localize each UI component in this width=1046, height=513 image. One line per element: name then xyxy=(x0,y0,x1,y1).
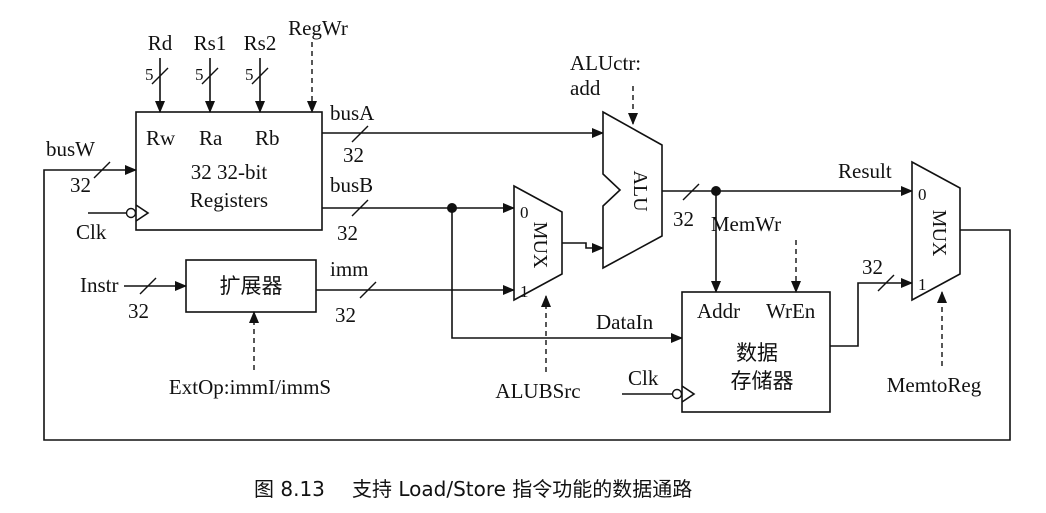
bus-slash-busa xyxy=(351,125,369,143)
register-file-title-line2: Registers xyxy=(190,188,268,212)
imm-label: imm xyxy=(330,257,369,281)
wire-busw-loop xyxy=(43,165,1011,441)
bus-slash-busw xyxy=(93,161,111,179)
mem-clk-bubble xyxy=(671,388,683,400)
result-mux: 0 1 MUX MemtoReg xyxy=(887,160,982,397)
register-port-rb: Rb xyxy=(255,126,280,150)
mem-clk-edge xyxy=(681,385,696,403)
register-file-title-line1: 32 32-bit xyxy=(191,160,268,184)
datain-label: DataIn xyxy=(596,310,654,334)
alu-mux-in1: 1 xyxy=(520,282,529,301)
result-mux-in0: 0 xyxy=(918,185,927,204)
alu-label: ALU xyxy=(629,170,651,212)
memtoreg-label: MemtoReg xyxy=(887,373,982,397)
register-file: Rw Ra Rb 32 32-bit Registers Rd Rs1 Rs2 … xyxy=(76,16,348,244)
reg-clk-edge xyxy=(135,204,150,222)
mem-out-width: 32 xyxy=(862,255,883,279)
alu-source-mux: 0 1 MUX ALUBSrc xyxy=(495,184,604,403)
memwr-label: MemWr xyxy=(711,212,781,236)
bus-slash-mem-out xyxy=(877,274,895,292)
alu-mux-label: MUX xyxy=(529,222,551,269)
busa-width: 32 xyxy=(343,143,364,167)
wire-datain xyxy=(451,208,683,343)
bus-slash-alu-out xyxy=(682,183,700,201)
data-memory: Addr WrEn 数据 存储器 MemWr Clk 32 xyxy=(622,212,913,413)
extender-label: 扩展器 xyxy=(220,274,283,298)
wire-mem-out xyxy=(830,278,913,347)
register-port-ra: Ra xyxy=(199,126,223,150)
reg-clk-bubble xyxy=(125,207,137,219)
data-memory-box xyxy=(681,291,831,413)
input-rs2-label: Rs2 xyxy=(244,31,277,55)
input-rd-label: Rd xyxy=(148,31,173,55)
result-mux-body xyxy=(911,160,961,302)
alu-mux-body xyxy=(513,184,563,302)
alu-mux-in0: 0 xyxy=(520,203,529,222)
busa-label: busA xyxy=(330,101,375,125)
busb-path: busB 32 DataIn xyxy=(322,173,683,343)
busw-label: busW xyxy=(46,137,95,161)
register-port-rw: Rw xyxy=(146,126,176,150)
width-rd: 5 xyxy=(145,65,154,84)
width-rs1: 5 xyxy=(195,65,204,84)
memory-wren: WrEn xyxy=(766,299,816,323)
bus-slash-imm xyxy=(359,281,377,299)
instr-width: 32 xyxy=(128,299,149,323)
busa-path: busA 32 xyxy=(322,101,604,167)
wire-mux-to-alu xyxy=(562,242,604,253)
bus-slash-rs1 xyxy=(201,67,219,85)
instr-label: Instr xyxy=(80,273,119,297)
input-rs1-label: Rs1 xyxy=(194,31,227,55)
busb-label: busB xyxy=(330,173,373,197)
alu: ALU ALUctr: add 32 Result xyxy=(570,51,913,293)
bus-slash-rs2 xyxy=(251,67,269,85)
caption-number: 图 8.13 xyxy=(254,477,325,501)
aluctr-label-line2: add xyxy=(570,76,601,100)
bus-slash-busb xyxy=(351,199,369,217)
bus-slash-instr xyxy=(139,277,157,295)
extop-label: ExtOp:immI/immS xyxy=(169,375,331,399)
aluctr-label-line1: ALUctr: xyxy=(570,51,641,75)
caption-text: 支持 Load/Store 指令功能的数据通路 xyxy=(352,477,692,501)
result-mux-label: MUX xyxy=(928,210,950,257)
result-label: Result xyxy=(838,159,892,183)
mem-clk-label: Clk xyxy=(628,366,659,390)
extender: 扩展器 Instr 32 ExtOp:immI/immS imm 32 xyxy=(80,257,515,399)
reg-clk-label: Clk xyxy=(76,220,107,244)
busw-width: 32 xyxy=(70,173,91,197)
width-rs2: 5 xyxy=(245,65,254,84)
alu-out-width: 32 xyxy=(673,207,694,231)
register-file-box xyxy=(135,111,323,231)
busb-width: 32 xyxy=(337,221,358,245)
alu-body xyxy=(602,110,663,270)
memory-label-line2: 存储器 xyxy=(731,369,794,393)
extender-box xyxy=(185,259,317,313)
memory-label-line1: 数据 xyxy=(736,341,778,365)
memory-addr: Addr xyxy=(697,299,740,323)
busw-path: busW 32 xyxy=(43,137,1011,441)
regwr-label: RegWr xyxy=(288,16,348,40)
imm-width: 32 xyxy=(335,303,356,327)
result-mux-in1: 1 xyxy=(918,275,927,294)
bus-slash-rd xyxy=(151,67,169,85)
alubsrc-label: ALUBSrc xyxy=(495,379,580,403)
